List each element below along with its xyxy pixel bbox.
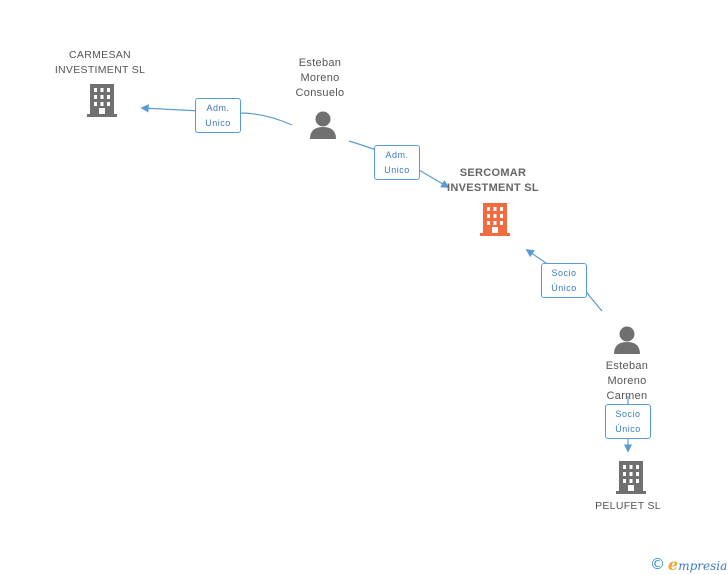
label-line: SERCOMAR — [459, 167, 527, 179]
label-line: INVESTMENT SL — [447, 182, 539, 194]
brand-name: mpresia — [678, 558, 728, 573]
edge-label-line: Único — [551, 283, 577, 293]
company-label-carmesan[interactable]: CARMESAN INVESTIMENT SL — [40, 48, 160, 78]
company-label-sercomar[interactable]: SERCOMAR INVESTMENT SL — [433, 166, 553, 196]
building-icon — [87, 84, 117, 117]
label-line: INVESTIMENT SL — [54, 64, 146, 76]
label-line: Moreno — [300, 72, 340, 84]
person-label-esteban-carmen[interactable]: Esteban Moreno Carmen — [582, 359, 672, 404]
label-line: Consuelo — [295, 87, 345, 99]
label-line: CARMESAN — [69, 49, 131, 61]
label-line: Esteban — [605, 360, 649, 372]
footer-brand[interactable]: © empresia — [650, 554, 727, 574]
edge-label-line: Adm. — [206, 103, 230, 113]
copyright-icon: © — [650, 555, 665, 573]
building-icon-main — [480, 203, 510, 236]
company-label-pelufet[interactable]: PELUFET SL — [578, 499, 678, 514]
edge-label-socio-unico: Socio Único — [541, 263, 587, 298]
edge-label-line: Adm. — [385, 150, 409, 160]
brand-logo[interactable]: empresia — [668, 555, 727, 574]
brand-initial: e — [668, 554, 679, 574]
person-icon — [614, 326, 640, 354]
person-icon — [310, 111, 336, 139]
label-line: PELUFET SL — [595, 500, 661, 512]
edge-label-line: Unico — [205, 118, 231, 128]
edge-label-line: Socio — [551, 268, 577, 278]
edge-label-adm-unico: Adm. Unico — [195, 98, 241, 133]
label-line: Moreno — [607, 375, 647, 387]
edge-label-line: Único — [615, 424, 641, 434]
edge-label-socio-unico: Socio Único — [605, 404, 651, 439]
edge-label-adm-unico: Adm. Unico — [374, 145, 420, 180]
label-line: Carmen — [606, 390, 648, 402]
edge-label-line: Socio — [615, 409, 641, 419]
edge-label-line: Unico — [384, 165, 410, 175]
building-icon — [616, 461, 646, 494]
person-label-esteban-consuelo[interactable]: Esteban Moreno Consuelo — [275, 56, 365, 101]
label-line: Esteban — [298, 57, 342, 69]
